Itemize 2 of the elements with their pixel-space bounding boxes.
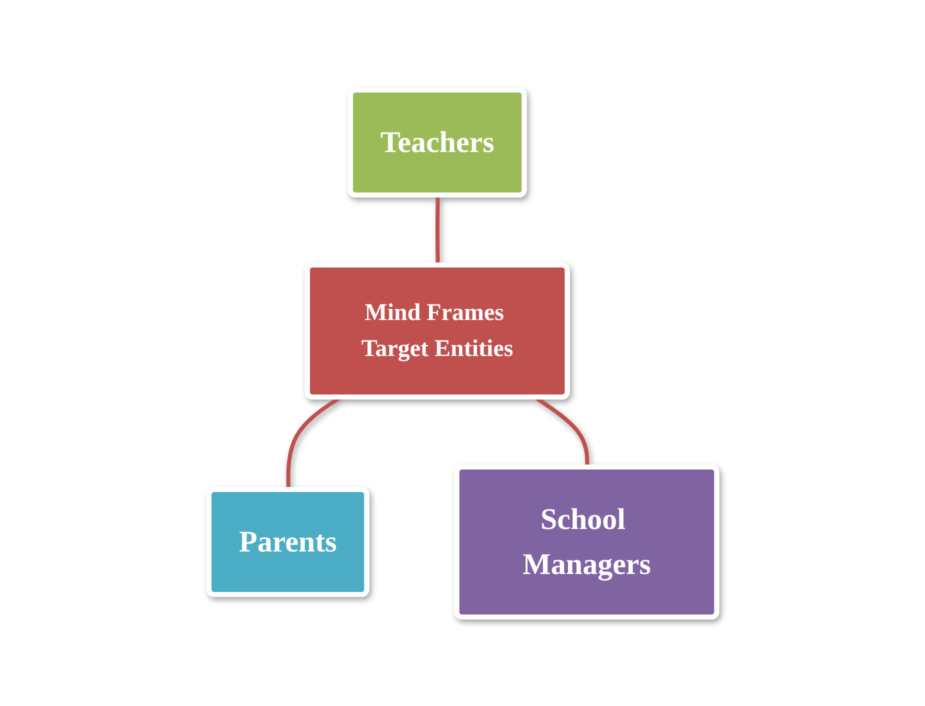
diagram: Teachers Mind Frames Target Entities Parents School Managers bbox=[200, 82, 724, 624]
connector bbox=[435, 194, 440, 266]
